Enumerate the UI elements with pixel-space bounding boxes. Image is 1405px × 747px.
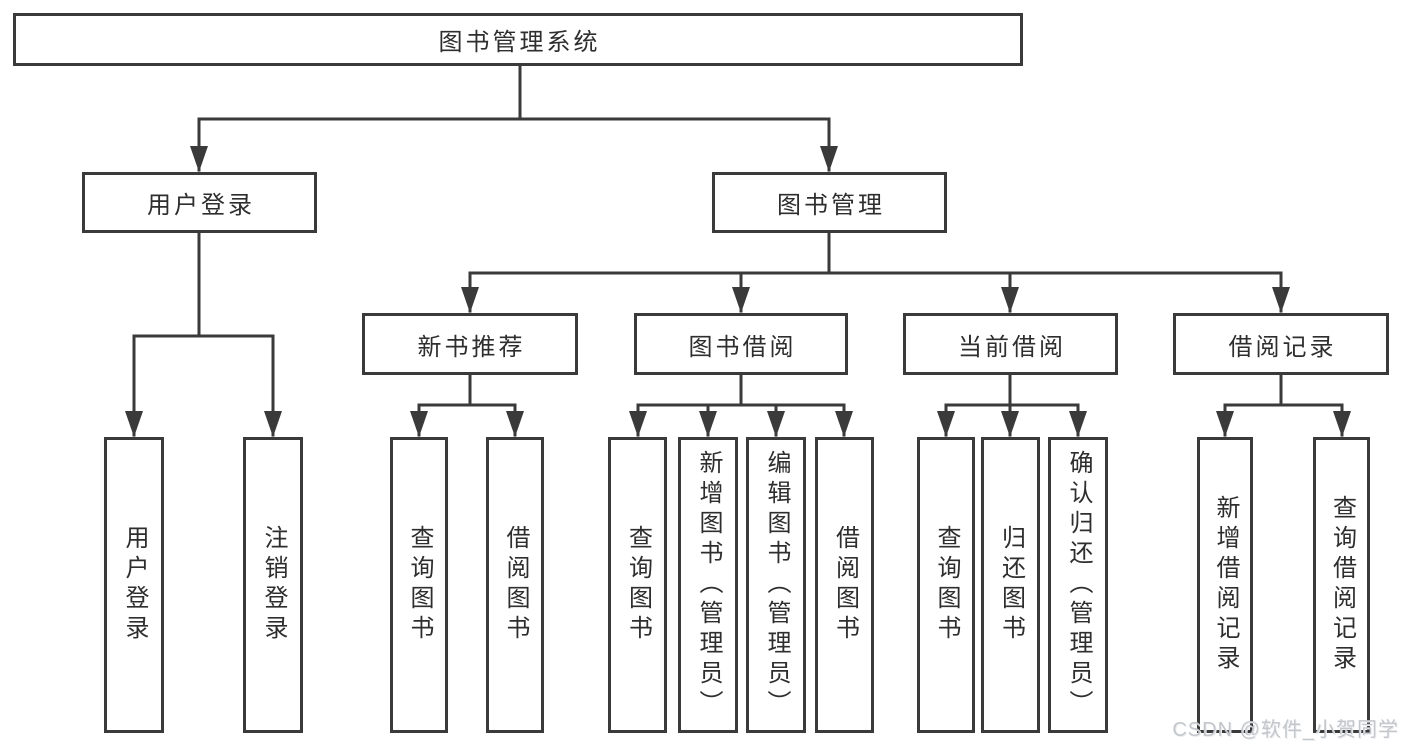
leaf-label: 注销登录 — [260, 525, 287, 645]
node-borrow-record: 借阅记录 — [1173, 313, 1389, 375]
leaf-return-book: 归还图书 — [981, 437, 1040, 733]
node-label: 图书管理 — [777, 192, 885, 219]
leaf-label: 借阅图书 — [831, 525, 859, 645]
leaf-query-book-current: 查询图书 — [917, 437, 975, 733]
leaf-user-login: 用户登录 — [104, 437, 164, 733]
node-user-login: 用户登录 — [82, 172, 317, 233]
leaf-label: 查询图书 — [933, 525, 960, 645]
leaf-label: 用户登录 — [121, 525, 148, 645]
node-label: 用户登录 — [147, 192, 255, 219]
leaf-label: 查询图书 — [406, 525, 433, 645]
leaf-query-borrow-record: 查询借阅记录 — [1313, 437, 1370, 733]
leaf-edit-book-admin: 编辑图书（管理员） — [746, 437, 806, 733]
leaf-label: 新增图书（管理员） — [695, 450, 722, 720]
leaf-label: 查询借阅记录 — [1328, 495, 1356, 675]
leaf-add-borrow-record: 新增借阅记录 — [1197, 437, 1253, 733]
leaf-borrow-book: 借阅图书 — [815, 437, 874, 733]
node-book-management: 图书管理 — [712, 172, 947, 233]
leaf-label: 归还图书 — [997, 525, 1025, 645]
csdn-watermark: CSDN @软件_小贺同学 — [1172, 719, 1399, 741]
node-new-book-recommend: 新书推荐 — [362, 313, 578, 375]
node-current-borrow: 当前借阅 — [903, 313, 1118, 375]
node-label: 图书借阅 — [688, 333, 797, 361]
node-label: 借阅记录 — [1228, 333, 1337, 361]
leaf-borrow-book-recommend: 借阅图书 — [486, 437, 544, 733]
node-label: 当前借阅 — [958, 333, 1066, 361]
leaf-add-book-admin: 新增图书（管理员） — [678, 437, 738, 733]
leaf-label: 确认归还（管理员） — [1065, 450, 1092, 720]
node-book-borrow: 图书借阅 — [634, 313, 848, 375]
arrowhead-icons — [125, 146, 1351, 437]
leaf-query-book-borrow: 查询图书 — [608, 437, 667, 733]
node-label: 图书管理系统 — [438, 29, 601, 56]
leaf-query-book-recommend: 查询图书 — [390, 437, 448, 733]
leaf-confirm-return-admin: 确认归还（管理员） — [1048, 437, 1108, 733]
leaf-label: 新增借阅记录 — [1212, 495, 1239, 675]
node-root-library-system: 图书管理系统 — [13, 13, 1023, 66]
leaf-label: 借阅图书 — [502, 525, 529, 645]
leaf-logout: 注销登录 — [243, 437, 303, 733]
leaf-label: 编辑图书（管理员） — [763, 450, 790, 720]
leaf-label: 查询图书 — [624, 525, 652, 645]
node-label: 新书推荐 — [417, 333, 526, 361]
